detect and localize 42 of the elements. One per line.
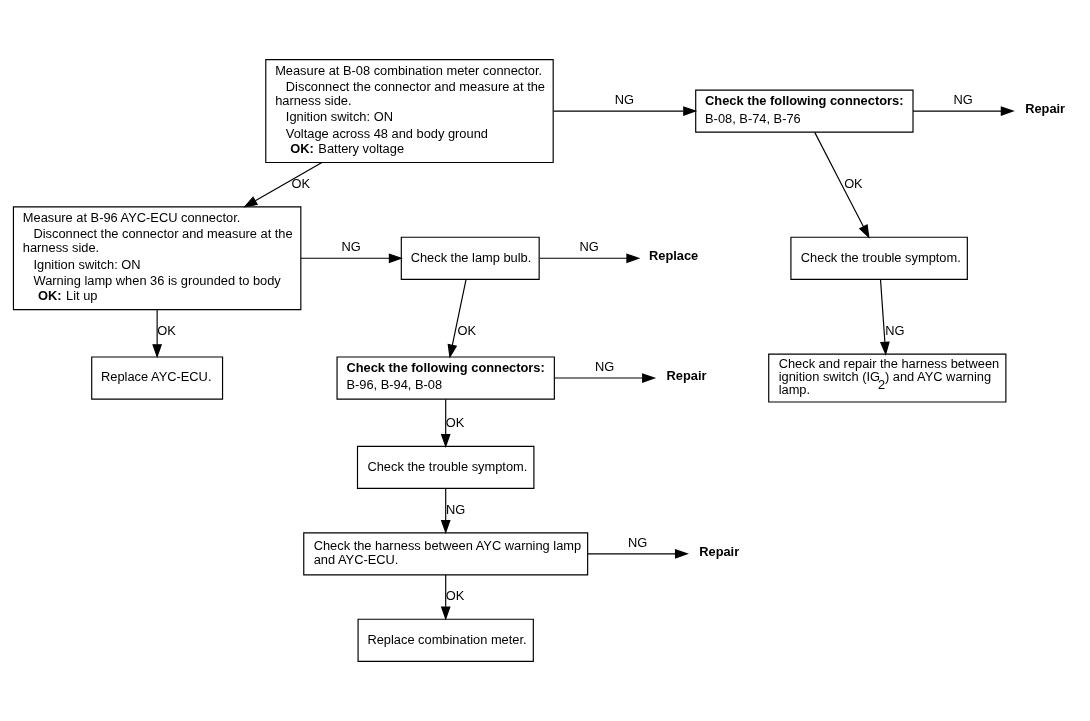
arrow (152, 309, 163, 359)
arrow (814, 131, 870, 239)
node-box: Check the following connectors: B-96, B-94, B-08 (336, 356, 555, 400)
arrow (587, 548, 689, 559)
edge-label: NG (579, 239, 599, 255)
arrow (912, 106, 1015, 116)
node-box: Check the lamp bulb. (400, 236, 540, 280)
node-box: Replace AYC-ECU. (91, 356, 224, 400)
node-text: Repair (1025, 101, 1066, 117)
edge-label: OK (457, 323, 477, 339)
arrow (440, 487, 451, 535)
edge-label: NG (614, 91, 635, 107)
node-text: Replace (648, 248, 699, 264)
edge-label: NG (446, 501, 466, 517)
arrow (879, 278, 890, 356)
edge-label: OK (445, 588, 465, 604)
node-box: Check the following connectors: B-08, B-74, B-76 (695, 89, 914, 133)
node-box: Check the harness between AYC warning lamp and AYC-ECU. (303, 532, 589, 576)
node-box: Check the trouble symptom. (790, 236, 968, 280)
edge-label: NG (953, 91, 973, 107)
arrow (300, 253, 403, 264)
arrow (440, 398, 451, 448)
arrow (553, 373, 657, 383)
edge-label: NG (341, 239, 361, 255)
arrow (539, 253, 641, 264)
node-box: Measure at B-96 AYC-ECU connector. Disconnect the connector and measure at the harness side. Ignition switch: ON Warning lamp when 36 is grounded to body OK: Lit up (12, 206, 302, 311)
edge-label: NG (627, 534, 648, 550)
edge-label: OK (445, 415, 465, 431)
node-text: Repair (666, 368, 707, 384)
edge-label: OK (291, 175, 311, 191)
edge-label: OK (844, 175, 863, 191)
node-box: Check the trouble symptom. (356, 445, 535, 489)
node-box: Measure at B-08 combination meter connector. Disconnect the connector and measure at the harness side. Ignition switch: ON Voltage across 48 and body ground OK: Battery voltage (265, 59, 554, 164)
node-text: Repair (699, 543, 740, 559)
arrow (553, 106, 698, 116)
edge-label: NG (885, 323, 905, 339)
edge-label: OK (157, 323, 176, 339)
arrow (243, 161, 323, 208)
edge-label: NG (594, 358, 615, 374)
arrow (447, 278, 467, 359)
node-box: Replace combination meter. (357, 618, 534, 662)
arrow (440, 574, 451, 621)
